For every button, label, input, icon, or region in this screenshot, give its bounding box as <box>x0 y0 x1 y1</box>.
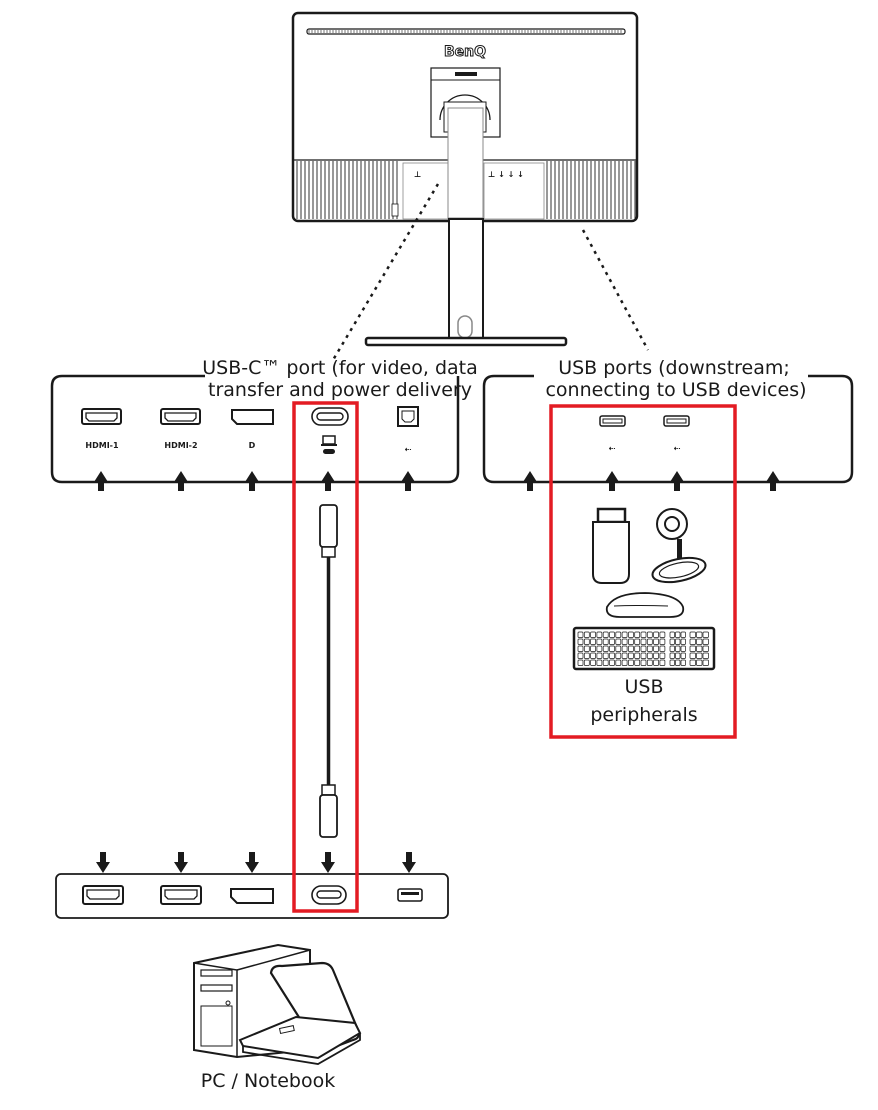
peripherals-label-line2: peripherals <box>590 704 697 726</box>
cable-connector-bottom <box>319 794 338 838</box>
down-arrow-icon <box>245 852 259 873</box>
laptop-icon <box>321 435 337 454</box>
usb-peripherals-highlight-box <box>549 404 737 739</box>
displayport-label: D <box>249 441 256 450</box>
monitor-port-panel: USB-C™ port (for video, data transfer an… <box>50 357 478 491</box>
upward-arrows <box>523 471 780 491</box>
usb-peripherals: USB peripherals <box>572 507 716 726</box>
stand-neck <box>447 107 484 219</box>
keyboard-icon <box>572 626 716 671</box>
pc-usb-c-port <box>311 885 347 905</box>
down-arrow-icon <box>96 852 110 873</box>
up-arrow-icon <box>670 471 684 491</box>
top-vent <box>306 28 626 35</box>
peripherals-label-line1: USB <box>624 676 663 698</box>
label-plate <box>455 72 477 76</box>
usb-c-port <box>311 407 349 454</box>
up-arrow-icon <box>766 471 780 491</box>
up-arrow-icon <box>321 471 335 491</box>
cable-connector-top <box>319 504 338 548</box>
usb-symbol-icon: ⇠ <box>674 444 681 453</box>
hdmi-2-port: HDMI-2 <box>160 408 201 450</box>
usb-callout-line1: USB ports (downstream; <box>558 357 790 379</box>
pc-hdmi-1-port <box>82 885 124 905</box>
displayport-port: D <box>231 409 274 450</box>
joystick <box>391 203 399 217</box>
up-arrow-icon <box>605 471 619 491</box>
usb-callout-line2: connecting to USB devices) <box>545 379 806 401</box>
webcam-icon <box>651 508 707 584</box>
up-arrow-icon <box>245 471 259 491</box>
usb-flash-drive-icon <box>592 507 630 584</box>
down-arrow-icon <box>321 852 335 873</box>
laptop-icon <box>238 961 362 1065</box>
hdmi-1-port: HDMI-1 <box>81 408 122 450</box>
usbc-callout-line1: USB-C™ port (for video, data <box>202 357 478 379</box>
downward-arrows <box>96 852 416 873</box>
usb-c-cable <box>319 504 338 838</box>
pc-notebook-label: PC / Notebook <box>201 1070 336 1092</box>
stand-base <box>364 336 568 347</box>
io-symbols: ⊥ ↓ ↓ ↓ <box>488 170 524 179</box>
pc-port-panel <box>55 852 449 919</box>
monitor-rear-view: BenQ ⊥ ⊥ ↓ ↓ ↓ <box>291 11 650 361</box>
pc-hdmi-2-port <box>160 885 202 905</box>
pc-notebook-illustration: PC / Notebook <box>193 943 362 1092</box>
brand-logo: BenQ <box>444 44 486 60</box>
usbc-callout-line2: transfer and power delivery <box>208 379 472 401</box>
up-arrow-icon <box>174 471 188 491</box>
usb-b-port: ⇠ <box>397 406 419 454</box>
up-arrow-icon <box>523 471 537 491</box>
usb-c-highlight-box <box>292 401 359 913</box>
pc-usb-a-port <box>397 888 423 902</box>
down-arrow-icon <box>174 852 188 873</box>
usb-downstream-panel: USB ports (downstream; connecting to USB… <box>482 357 854 491</box>
down-arrow-icon <box>402 852 416 873</box>
usb-a-port-2: ⇠ <box>663 415 690 453</box>
leader-line-usb <box>581 229 650 351</box>
stand-column <box>448 218 484 340</box>
up-arrow-icon <box>401 471 415 491</box>
usb-symbol-icon: ⇠ <box>609 444 616 453</box>
hdmi-2-label: HDMI-2 <box>164 441 197 450</box>
io-symbol: ⊥ <box>414 170 421 179</box>
upward-arrows <box>94 471 415 491</box>
pc-displayport-port <box>230 888 274 904</box>
usb-a-port-1: ⇠ <box>599 415 626 453</box>
hdmi-1-label: HDMI-1 <box>85 441 119 450</box>
mouse-icon <box>605 592 685 618</box>
up-arrow-icon <box>94 471 108 491</box>
usb-symbol-icon: ⇠ <box>405 445 412 454</box>
leader-line-usbc <box>331 183 440 361</box>
